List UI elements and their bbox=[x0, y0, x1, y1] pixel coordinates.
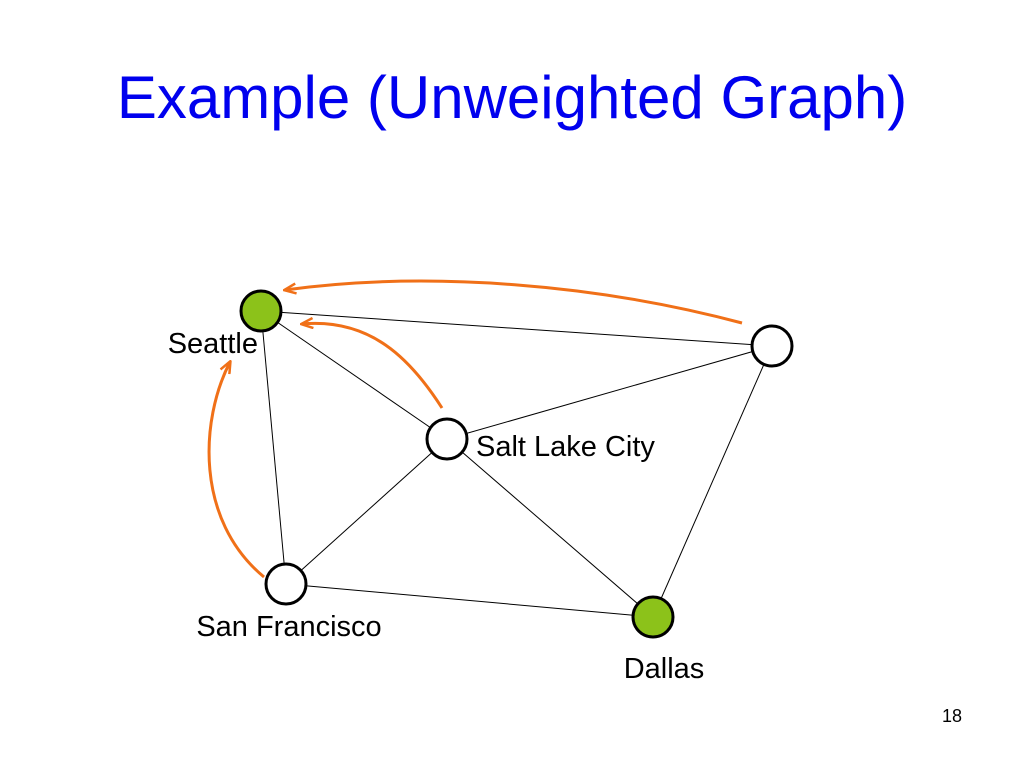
edge-san-francisco-dallas bbox=[285, 583, 654, 618]
page-number: 18 bbox=[941, 706, 962, 726]
edges bbox=[260, 310, 773, 618]
node-label-salt-lake-city: Salt Lake City bbox=[476, 431, 655, 463]
arrow-salt-lake-city-to-seattle bbox=[302, 323, 444, 409]
arrow-san-francisco-to-seattle bbox=[207, 362, 265, 579]
slide-title: Example (Unweighted Graph) bbox=[116, 64, 908, 131]
edge-salt-lake-city-dallas bbox=[446, 438, 654, 618]
edge-salt-lake-city-unlabeled bbox=[446, 345, 773, 440]
edge-seattle-salt-lake-city bbox=[260, 310, 448, 440]
node-label-seattle: Seattle bbox=[168, 328, 258, 360]
traversal-arrows bbox=[207, 279, 743, 579]
edge-seattle-unlabeled bbox=[260, 310, 773, 347]
arrow-unlabeled-to-seattle bbox=[285, 279, 743, 325]
node-unlabeled bbox=[750, 324, 794, 368]
edge-salt-lake-city-san-francisco bbox=[285, 438, 448, 585]
node-label-dallas: Dallas bbox=[624, 653, 705, 685]
nodes bbox=[239, 289, 794, 639]
node-dallas bbox=[631, 595, 675, 639]
node-seattle bbox=[239, 289, 283, 333]
edge-seattle-san-francisco bbox=[260, 310, 287, 585]
edge-unlabeled-dallas bbox=[652, 345, 773, 618]
node-label-san-francisco: San Francisco bbox=[196, 611, 381, 643]
node-salt-lake-city bbox=[425, 417, 469, 461]
node-san-francisco bbox=[264, 562, 308, 606]
